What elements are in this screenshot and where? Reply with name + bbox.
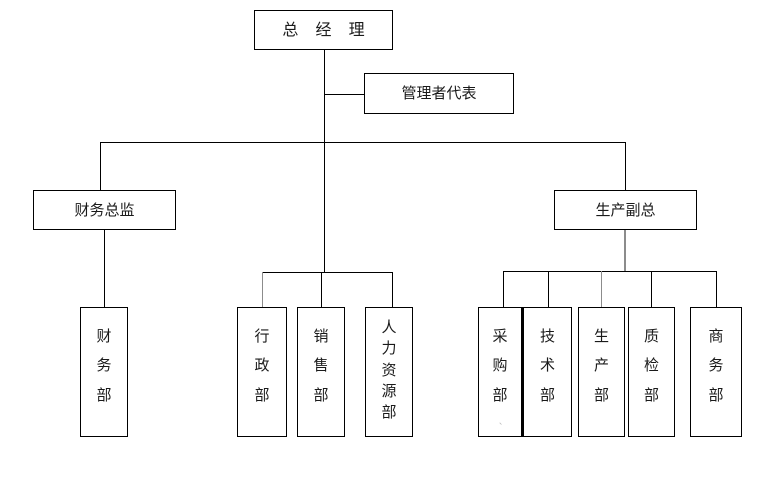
node-quality-dept-label: 质检部: [643, 327, 659, 404]
node-management-rep-label: 管理者代表: [401, 84, 477, 103]
node-hr-dept[interactable]: 人力资源部: [365, 307, 413, 437]
node-business-dept[interactable]: 商务部: [690, 307, 742, 437]
connector-drop-technology-dept: [548, 271, 549, 307]
node-production-dept[interactable]: 生产部: [578, 307, 625, 437]
node-finance-director[interactable]: 财务总监: [33, 190, 176, 230]
connector-drop-production-vp: [625, 142, 626, 190]
connector-drop-admin-dept: [262, 272, 263, 307]
node-sales-dept-label: 销售部: [313, 327, 329, 404]
node-admin-dept-label: 行政部: [254, 327, 270, 404]
node-production-vp-label: 生产副总: [595, 200, 656, 219]
connector-drop-production-dept: [601, 271, 602, 307]
node-general-manager[interactable]: 总 经 理: [254, 10, 393, 50]
node-hr-dept-label: 人力资源部: [381, 318, 397, 422]
connector-middle-bus: [262, 272, 393, 273]
connector-finance-director-to-dept: [104, 230, 105, 307]
node-technology-dept[interactable]: 技术部: [522, 307, 572, 437]
node-purchasing-dept[interactable]: 采购部 、: [478, 307, 522, 437]
node-production-dept-label: 生产部: [593, 327, 609, 404]
node-technology-dept-label: 技术部: [539, 327, 555, 404]
connector-gm-spine: [324, 50, 325, 272]
node-admin-dept[interactable]: 行政部: [237, 307, 287, 437]
connector-drop-quality-dept: [651, 271, 652, 307]
connector-drop-sales-dept: [321, 272, 322, 307]
node-business-dept-label: 商务部: [708, 327, 724, 404]
connector-drop-finance-director: [100, 142, 101, 190]
node-management-rep[interactable]: 管理者代表: [364, 73, 514, 114]
node-general-manager-label: 总 经 理: [282, 20, 371, 40]
node-finance-dept-label: 财务部: [96, 327, 112, 404]
connector-drop-purchasing-dept: [503, 271, 504, 307]
node-sales-dept[interactable]: 销售部: [297, 307, 345, 437]
connector-gm-to-management-rep: [324, 94, 365, 95]
connector-drop-business-dept: [716, 271, 717, 307]
node-finance-dept[interactable]: 财务部: [80, 307, 128, 437]
node-finance-director-label: 财务总监: [74, 200, 135, 219]
connector-drop-hr-dept: [392, 272, 393, 307]
connector-production-bus: [503, 271, 717, 272]
stray-mark-icon: 、: [499, 417, 507, 426]
node-purchasing-dept-label: 采购部: [492, 327, 508, 404]
node-quality-dept[interactable]: 质检部: [628, 307, 675, 437]
connector-level2-bus: [100, 142, 626, 143]
node-production-vp[interactable]: 生产副总: [554, 190, 697, 230]
connector-production-vp-spine: [624, 230, 626, 272]
